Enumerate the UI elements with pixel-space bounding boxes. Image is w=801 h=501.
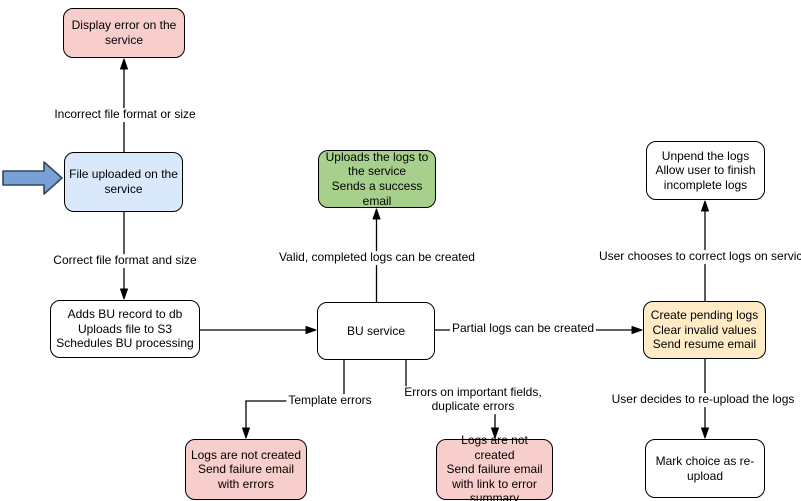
node-mark-choice-reupload-label: Mark choice as re-upload <box>655 453 755 483</box>
node-bu-service-label: BU service <box>346 323 405 338</box>
node-bu-service: BU service <box>317 302 435 360</box>
node-mark-choice-reupload: Mark choice as re-upload <box>645 439 765 498</box>
edge-label-user-corrects: User chooses to correct logs on service <box>596 249 801 264</box>
node-uploads-logs-success: Uploads the logs to the service Sends a … <box>318 150 436 208</box>
edge-label-correct-file: Correct file format and size <box>51 253 199 268</box>
node-display-error-label: Display error on the service <box>71 18 177 47</box>
edge-label-template-errors: Template errors <box>286 393 374 408</box>
node-file-uploaded: File uploaded on the service <box>64 152 183 212</box>
node-display-error: Display error on the service <box>63 8 185 58</box>
edge-label-partial-logs: Partial logs can be created <box>449 321 597 336</box>
node-logs-not-created-fields: Logs are not created Send failure email … <box>436 433 553 501</box>
node-logs-not-created-fields-label: Logs are not created Send failure email … <box>446 432 543 501</box>
node-adds-bu-record-label: Adds BU record to db Uploads file to S3 … <box>56 307 194 351</box>
node-adds-bu-record: Adds BU record to db Uploads file to S3 … <box>50 300 200 358</box>
node-logs-not-created-template: Logs are not created Send failure email … <box>185 439 307 500</box>
edge-label-user-reupload: User decides to re-upload the logs <box>609 392 797 407</box>
node-uploads-logs-success-label: Uploads the logs to the service Sends a … <box>325 149 429 208</box>
node-logs-not-created-template-label: Logs are not created Send failure email … <box>190 447 302 491</box>
node-unpend-logs: Unpend the logs Allow user to finish inc… <box>646 141 765 200</box>
node-unpend-logs-label: Unpend the logs Allow user to finish inc… <box>655 148 756 192</box>
entry-arrow-icon <box>2 161 63 195</box>
edge-label-valid-logs: Valid, completed logs can be created <box>277 250 477 265</box>
node-create-pending-logs: Create pending logs Clear invalid values… <box>643 301 766 359</box>
edge-label-errors-fields: Errors on important fields, duplicate er… <box>402 385 544 414</box>
edge-label-incorrect-file: Incorrect file format or size <box>52 107 198 122</box>
node-file-uploaded-label: File uploaded on the service <box>69 167 178 196</box>
node-create-pending-logs-label: Create pending logs Clear invalid values… <box>650 308 759 352</box>
